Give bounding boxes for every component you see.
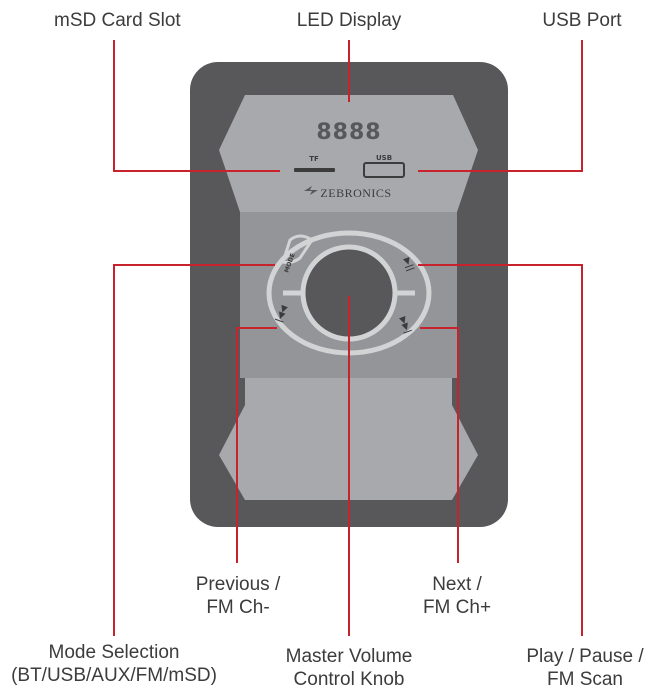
brand-name: ZEBRONICS — [320, 186, 391, 200]
msd-slot — [294, 168, 335, 172]
mode-label-line1: Mode Selection — [48, 642, 180, 663]
previous-label-line2: FM Ch- — [206, 597, 270, 618]
usb-port-label: USB Port — [542, 10, 622, 31]
mode-selection-label: Mode Selection (BT/USB/AUX/FM/mSD) — [2, 641, 226, 687]
play-label-line2: FM Scan — [546, 669, 624, 690]
volume-label-line1: Master Volume — [285, 646, 413, 667]
previous-label: Previous / FM Ch- — [186, 573, 290, 619]
leader-lines — [113, 40, 583, 636]
master-volume-label: Master Volume Control Knob — [276, 645, 422, 691]
next-leader-line — [420, 327, 459, 563]
next-label-line1: Next / — [432, 574, 482, 595]
play-pause-icon[interactable]: ▶|| — [401, 257, 415, 273]
previous-leader-line — [236, 327, 277, 563]
tf-label: TF — [309, 155, 319, 163]
play-label-line1: Play / Pause / — [526, 646, 644, 667]
usb-label: USB — [376, 154, 392, 162]
volume-label-line2: Control Knob — [293, 669, 405, 690]
led-digits: 8888 — [316, 120, 381, 145]
msd-card-slot-label: mSD Card Slot — [54, 10, 181, 31]
usb-leader-line — [418, 40, 583, 172]
zebronics-logo-icon — [304, 186, 318, 195]
play-leader-line — [418, 264, 583, 636]
next-label: Next / FM Ch+ — [416, 573, 498, 619]
led-display-label: LED Display — [296, 10, 402, 31]
mode-label-line2: (BT/USB/AUX/FM/mSD) — [11, 665, 217, 686]
next-label-line2: FM Ch+ — [422, 597, 492, 618]
top-face — [219, 95, 478, 212]
previous-label-line1: Previous / — [195, 574, 281, 595]
msd-leader-line — [113, 40, 280, 172]
usb-port — [363, 162, 405, 178]
mode-button-outline — [281, 234, 315, 264]
play-pause-label: Play / Pause / FM Scan — [517, 645, 653, 691]
mode-leader-line — [113, 264, 275, 636]
